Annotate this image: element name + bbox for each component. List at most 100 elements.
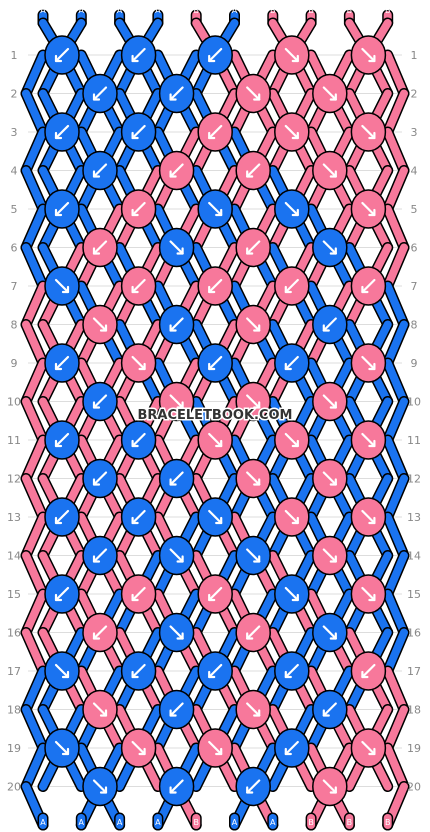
thread-segment [383,397,408,444]
string-label-top: B [347,6,353,15]
row-number-left: 15 [7,588,21,601]
knot-arrow-head [61,670,70,679]
knot [82,766,118,807]
knot-arrow-icon [131,663,146,679]
string-label-top: B [270,6,276,15]
row-number-right: 12 [407,473,421,486]
string-label-bottom: A [79,818,85,827]
knot-arrow-icon [169,779,184,794]
knot-arrow-head [54,439,63,448]
knot-arrow-head [131,131,139,140]
knot-arrow-icon [284,509,299,525]
knot [235,304,271,345]
knot-arrow-head [54,362,63,371]
row-number-right: 14 [407,550,421,563]
knot [82,381,118,422]
knot-arrow-icon [208,124,223,140]
knot-arrow-head [54,54,63,63]
knot [350,343,387,383]
knot-arrow-head [215,747,223,756]
row-number-right: 15 [407,588,421,601]
string-label-top: B [193,6,199,15]
knot [82,227,118,268]
knot-arrow-head [208,670,216,679]
knot [235,227,271,268]
knot-arrow-icon [169,317,184,332]
knot-arrow-head [92,632,101,640]
knot-arrow-head [169,478,177,486]
knot-arrow-head [92,401,101,409]
row-number-right: 10 [407,396,421,409]
knot [120,574,157,614]
knot-arrow-head [131,54,139,63]
knot-arrow-icon [54,124,70,140]
knot-arrow-icon [92,702,108,717]
knot [120,420,157,460]
knot [158,766,195,807]
row-number-left: 4 [11,165,18,178]
string-label-bottom: B [308,818,314,827]
knot [274,497,310,537]
knot [350,420,387,460]
thread-segment [383,551,408,598]
string-label-bottom: A [270,818,276,827]
row-number-right: 5 [411,203,418,216]
knot-arrow-icon [361,355,376,371]
knot [158,150,195,191]
knot [312,766,348,807]
row-number-left: 6 [11,242,18,255]
knot-arrow-icon [92,394,108,409]
thread-segment [22,166,47,213]
thread-segment [383,590,408,637]
knot [274,35,310,75]
knot-arrow-head [208,362,216,371]
knot-arrow-head [99,324,108,332]
thread-segment [383,166,408,213]
knot-arrow-head [208,593,216,602]
knot [82,612,118,653]
knot-grid [44,35,387,807]
knot-arrow-head [253,401,261,409]
knot [158,689,195,730]
knot [197,497,233,537]
knot-arrow-head [329,247,337,255]
knot [274,651,310,691]
knot-arrow-icon [322,240,337,255]
string-label-top: B [308,6,314,15]
thread-segment [383,282,408,329]
knot-arrow-icon [361,47,376,63]
knot-arrow-head [131,208,139,217]
string-label-bottom: B [385,818,391,827]
knot-arrow-head [176,555,184,563]
row-number-right: 7 [411,280,418,293]
knot [274,574,310,614]
knot-arrow-icon [322,163,337,178]
knot-arrow-icon [246,625,261,640]
thread-segment [22,397,47,444]
row-number-right: 18 [407,704,421,717]
thread-segment [22,243,47,290]
knot-arrow-head [169,324,177,332]
knot-arrow-icon [169,240,184,255]
thread-segment [22,667,47,714]
knot-arrow-icon [284,47,299,63]
knot-arrow-icon [92,548,108,563]
thread-segment [22,51,47,98]
knot-arrow-icon [246,163,261,178]
knot [312,612,348,653]
knot-arrow-head [329,632,337,640]
knot-arrow-icon [131,355,146,371]
knot [44,651,80,691]
knot-arrow-icon [54,509,70,525]
row-number-right: 13 [407,511,421,524]
thread-segment [383,320,408,367]
knot [82,73,118,114]
thread-segment [22,551,47,598]
row-number-left: 13 [7,511,21,524]
knot [235,150,271,191]
knot-arrow-icon [284,201,299,217]
knot-arrow-icon [208,355,223,371]
knot [235,612,271,653]
